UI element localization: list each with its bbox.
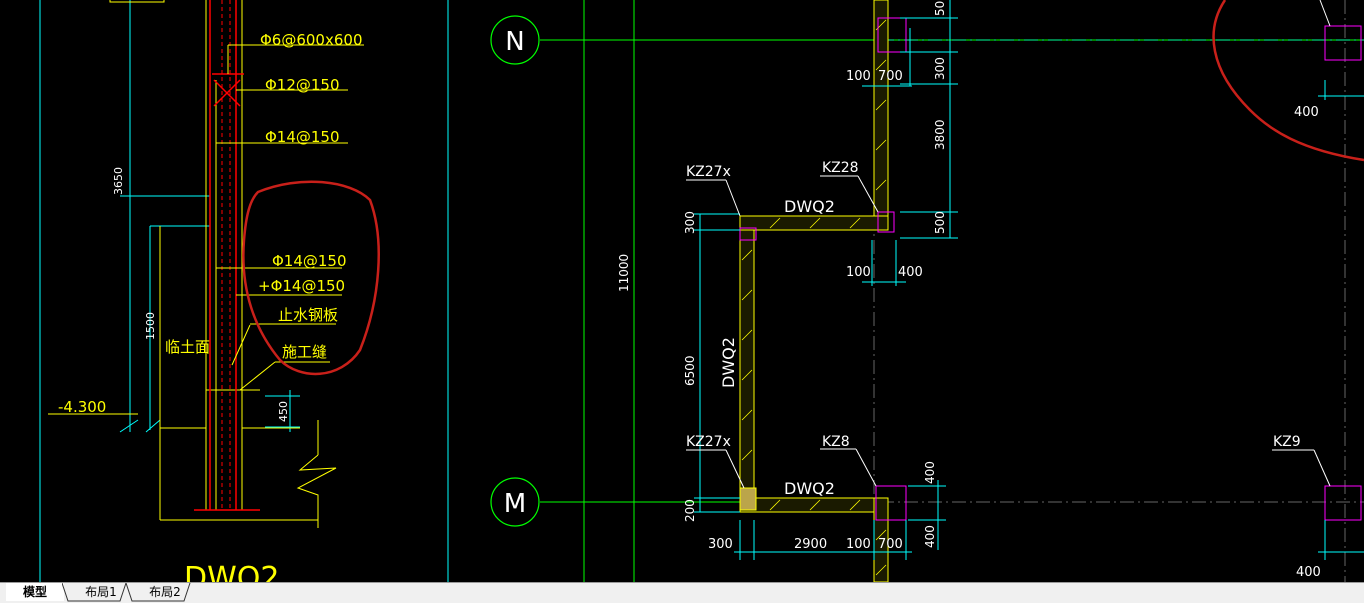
- dim-700-bottom: 700: [878, 537, 903, 552]
- dim-300-top: 300: [933, 57, 947, 80]
- dim-3650: 3650: [112, 167, 125, 195]
- dim-50: 50: [933, 1, 947, 16]
- column-label-kz27-top: KZ27x: [686, 164, 731, 180]
- axis-bubble-n: [490, 15, 540, 65]
- dim-300-left: 300: [683, 211, 697, 234]
- dim-450: 450: [277, 401, 290, 422]
- construction-joint-label: 施工缝: [282, 343, 327, 361]
- dim-6500: 6500: [683, 355, 697, 386]
- rebar-label-2: Φ12@150: [265, 76, 340, 94]
- tab-model-label: 模型: [22, 585, 47, 599]
- revision-cloud-left: [242, 180, 380, 376]
- column-label-kz28: KZ28: [822, 160, 859, 176]
- tab-layout2[interactable]: 布局2: [134, 583, 196, 601]
- column-box: [877, 211, 895, 233]
- column-label-kz27-bottom: KZ27x: [686, 434, 731, 450]
- dim-400-mid: 400: [898, 265, 923, 280]
- wall-section-detail: [39, 0, 449, 582]
- drawing-canvas[interactable]: Φ6@600x600 Φ12@150 Φ14@150 Φ14@150 +Φ14@…: [0, 0, 1364, 582]
- column-box: [1324, 25, 1362, 61]
- elevation-label: -4.300: [58, 398, 106, 416]
- column-box: [1324, 485, 1362, 521]
- tab-layout2-label: 布局2: [149, 585, 181, 599]
- cad-drawing[interactable]: Φ6@600x600 Φ12@150 Φ14@150 Φ14@150 +Φ14@…: [0, 0, 1364, 582]
- tab-separators: [62, 583, 191, 602]
- dim-400-far-top: 400: [1294, 105, 1319, 120]
- column-box: [739, 227, 757, 241]
- axis-label-m: M: [504, 489, 526, 519]
- dim-2900: 2900: [794, 537, 827, 552]
- tab-model[interactable]: 模型: [6, 583, 64, 601]
- wall-label-top: DWQ2: [784, 197, 835, 216]
- wall-label-vertical: DWQ2: [719, 337, 738, 388]
- dim-1500: 1500: [144, 312, 157, 340]
- tab-layout1[interactable]: 布局1: [70, 583, 132, 601]
- column-box: [877, 17, 907, 53]
- dim-400-far-bottom: 400: [1296, 565, 1321, 580]
- axis-bubble-m: [490, 477, 540, 527]
- column-label-kz9: KZ9: [1273, 434, 1301, 450]
- rebar-label-3: Φ14@150: [265, 128, 340, 146]
- plan-view: [490, 0, 1364, 582]
- soil-face-label: 临土面: [165, 338, 210, 356]
- section-title: DWQ2: [184, 561, 279, 582]
- layout-tab-bar: 模型 布局1 布局2: [0, 582, 1364, 603]
- dim-100-mid: 100: [846, 265, 871, 280]
- dim-3800: 3800: [933, 119, 947, 150]
- dim-100-bottom: 100: [846, 537, 871, 552]
- column-label-kz8: KZ8: [822, 434, 850, 450]
- dim-100-top: 100: [846, 69, 871, 84]
- dim-500: 500: [933, 211, 947, 234]
- dim-400-right-top: 400: [923, 461, 937, 484]
- wall-label-bottom: DWQ2: [784, 479, 835, 498]
- dim-400-right-bottom: 400: [923, 525, 937, 548]
- dim-200: 200: [683, 499, 697, 522]
- tab-layout1-label: 布局1: [85, 585, 117, 599]
- axis-label-n: N: [505, 27, 524, 57]
- dim-11000: 11000: [617, 254, 631, 292]
- dim-300-bottom: 300: [708, 537, 733, 552]
- rebar-label-1: Φ6@600x600: [260, 31, 363, 49]
- revision-cloud-right: [1212, 0, 1364, 162]
- rebar-label-5: +Φ14@150: [258, 277, 345, 295]
- rebar-label-4: Φ14@150: [272, 252, 347, 270]
- waterstop-label: 止水钢板: [278, 306, 338, 324]
- column-box: [875, 485, 907, 521]
- dim-700-top: 700: [878, 69, 903, 84]
